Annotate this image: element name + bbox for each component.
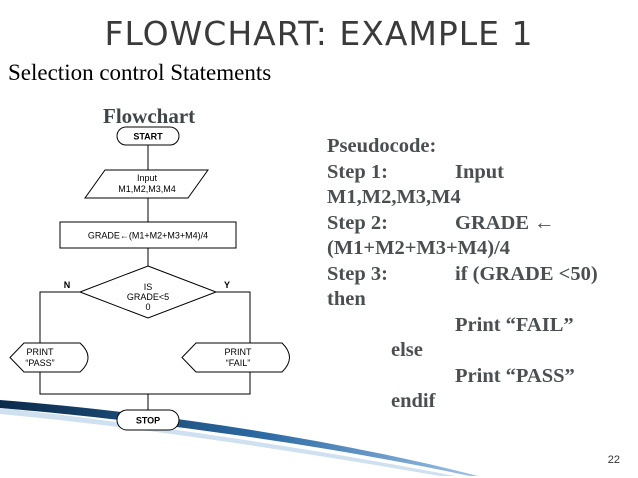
pseudocode-block: Pseudocode: Step 1: Input M1,M2,M3,M4 St… — [327, 134, 627, 415]
step2-continuation: (M1+M2+M3+M4)/4 — [327, 237, 511, 259]
step2-label: Step 2: — [327, 211, 388, 234]
grade-process-box — [59, 221, 237, 249]
pseudocode-print-fail: Print “FAIL” — [327, 313, 627, 339]
step3-label: Step 3: — [327, 262, 388, 285]
input-label-line1: Input — [137, 173, 158, 183]
input-label-line2: M1,M2,M3,M4 — [118, 184, 176, 194]
pseudocode-print-pass: Print “PASS” — [327, 364, 627, 390]
print-pass-line1: PRINT — [27, 347, 55, 357]
print-fail-line2: “FAIL” — [226, 358, 251, 368]
decision-label-line2: GRADE<5 — [127, 292, 169, 302]
step3-text: if (GRADE <50) — [455, 262, 598, 285]
no-branch-label: N — [64, 280, 71, 290]
pseudocode-heading: Pseudocode: — [327, 135, 437, 157]
print-fail-line1: PRINT — [225, 347, 253, 357]
decorative-sweep-light — [0, 408, 455, 476]
print-fail-display — [181, 342, 290, 373]
pseudocode-step2: Step 2: GRADE ← — [327, 211, 627, 237]
step1-label: Step 1: — [327, 160, 388, 183]
page-number: 22 — [607, 454, 620, 466]
step2-text: GRADE ← — [455, 211, 555, 234]
step1-text: Input — [455, 160, 505, 183]
endif-text: endif — [391, 390, 436, 412]
decision-label-line3: 0 — [145, 302, 150, 312]
print-fail-text: Print “FAIL” — [455, 313, 574, 336]
yes-branch-label: Y — [224, 280, 230, 290]
slide-subtitle: Selection control Statements — [8, 60, 272, 85]
stop-label: STOP — [136, 416, 160, 426]
pseudocode-then: then — [327, 288, 366, 310]
else-text: else — [391, 339, 423, 361]
decision-diamond — [78, 265, 218, 319]
stop-terminal — [116, 409, 180, 431]
decision-label-line1: IS — [144, 282, 153, 292]
pseudocode-endif: endif — [327, 389, 627, 415]
flowchart-connectors — [39, 145, 251, 410]
start-label: START — [133, 132, 163, 142]
pseudocode-else: else — [327, 338, 627, 364]
process-label: GRADE←(M1+M2+M3+M4)/4 — [88, 231, 208, 241]
slide-title: FLOWCHART: EXAMPLE 1 — [104, 14, 534, 53]
step1-continuation: M1,M2,M3,M4 — [327, 186, 461, 208]
flowchart-heading: Flowchart — [103, 104, 196, 128]
print-pass-line2: “PASS” — [25, 358, 54, 368]
input-parallelogram — [84, 169, 209, 199]
pseudocode-step3: Step 3: if (GRADE <50) — [327, 262, 627, 288]
pseudocode-step1: Step 1: Input — [327, 160, 627, 186]
print-pass-text: Print “PASS” — [455, 364, 575, 387]
print-pass-display — [9, 342, 89, 373]
start-terminal — [116, 126, 180, 146]
